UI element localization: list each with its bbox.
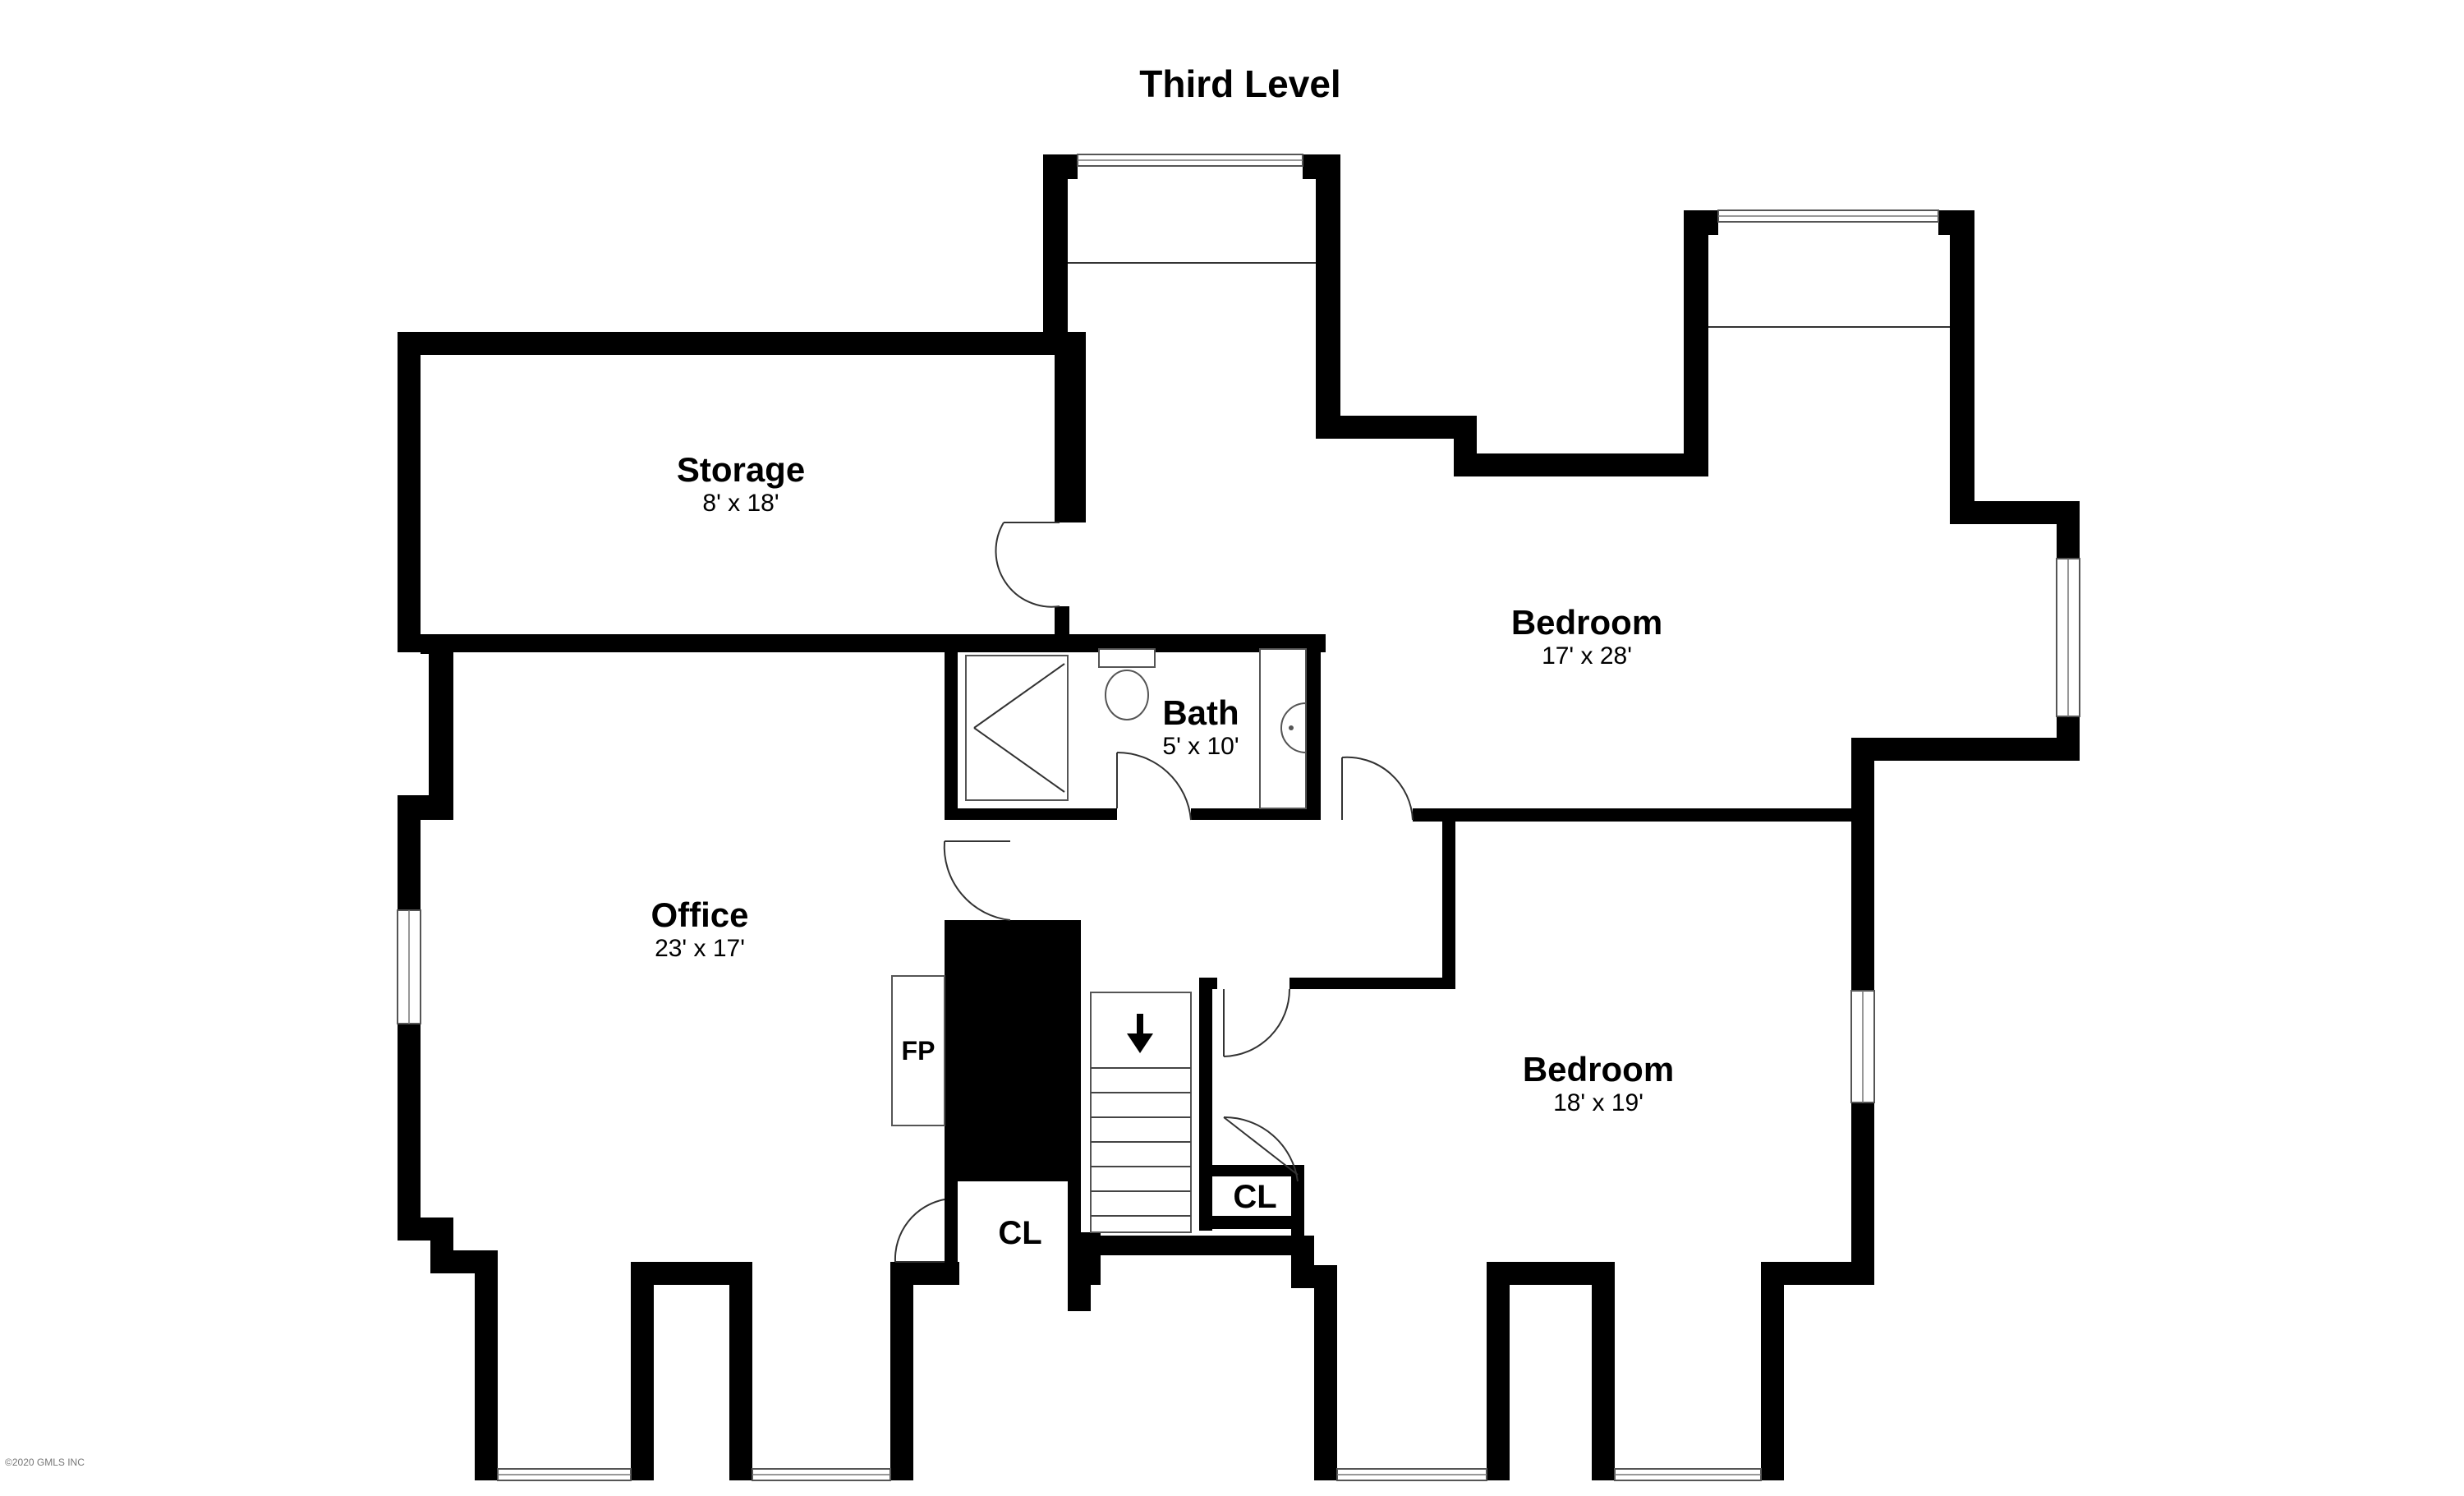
wall-storage-right-upper [1055,332,1086,522]
door-storage [995,522,1060,608]
wall-bedroom-alcove2-left [1684,210,1708,476]
room-storage-dims: 8' x 18' [702,490,779,517]
wall-stair-bottom [1081,1236,1309,1255]
door-closet-bedroom [1223,1116,1299,1182]
wall-bedroom-alcove-right [1316,154,1340,439]
arrow-down-icon [1127,1014,1153,1053]
sink [1259,648,1307,809]
wall-storage-left [398,332,421,652]
wall-bath-right [1306,634,1321,820]
wall-bath-bottom-left [945,808,1117,820]
wall-closet-office-left [945,920,958,1265]
wall-office-bay2-right [890,1262,913,1480]
door-office [943,840,1011,921]
window-bedroom-alcove1 [1077,154,1303,167]
wall-lower-bedroom-top [1413,808,1873,822]
room-bedroom-upper-dims: 17' x 28' [1542,642,1632,670]
plan-title: Third Level [1139,62,1340,105]
door-closet-office [894,1199,945,1263]
wall-bedroom-alcove-left [1043,154,1068,345]
wall-lower-bedroom-hall [1289,978,1455,989]
closet-bedroom-label: CL [1233,1179,1276,1215]
room-bath-dims: 5' x 10' [1162,733,1239,760]
room-bedroom-upper: Bedroom 17' x 28' [1511,603,1662,670]
wall-storage-top [398,332,1086,355]
wall-storage-right-lower [1055,606,1069,639]
window-lbed-south1 [1336,1468,1487,1481]
wall-bedroom-step-3 [1454,453,1707,476]
room-bedroom-lower: Bedroom 18' x 19' [1523,1050,1674,1116]
chimney-block [945,920,1081,1181]
copyright-text: ©2020 GMLS INC [5,1457,85,1468]
stairs [1090,992,1192,1233]
fireplace: FP [891,975,945,1126]
dormer-lines [1068,262,1950,328]
wall-bedroom-alcove-top-left [1043,154,1078,179]
door-lower-bedroom [1223,988,1290,1057]
door-bedroom-upper [1341,756,1414,821]
wall-bath-left [945,634,958,820]
wall-bath-bottom-right [1191,808,1321,820]
door-bath [1116,751,1192,821]
wall-office-se-step [890,1262,959,1285]
room-storage: Storage 8' x 18' [677,450,805,517]
room-bedroom-lower-dims: 18' x 19' [1553,1089,1643,1116]
shower [965,655,1069,801]
wall-closet-bedroom-bottom [1199,1216,1304,1229]
window-bedroom-east [2056,558,2080,717]
wall-closet-bedroom-top [1199,1165,1291,1176]
wall-bedroom-bay-right-top [2057,501,2080,559]
wall-bedroom-step-1 [1316,416,1477,439]
wall-bedroom-alcove2-top-left [1684,210,1718,235]
wall-lbed-bay1-right [1487,1262,1510,1480]
toilet [1098,648,1156,720]
wall-lbed-bay2-left [1592,1262,1615,1480]
wall-office-bay1-left [475,1250,498,1480]
room-bedroom-lower-name: Bedroom [1523,1050,1674,1089]
doors [894,522,1414,1263]
window-bedroom-alcove2 [1717,209,1939,223]
room-bath-name: Bath [1162,693,1239,732]
wall-office-bay2-left [729,1262,752,1480]
window-office-west [397,909,421,1024]
closet-office-label: CL [998,1215,1041,1251]
window-office-south2 [752,1468,891,1481]
room-office: Office 23' x 17' [650,895,748,962]
windows [397,154,2080,1481]
room-storage-name: Storage [677,450,805,489]
wall-bath-top [945,634,1319,649]
fireplace-label: FP [902,1036,935,1066]
wall-lbed-se-step [1761,1262,1874,1285]
room-office-name: Office [650,895,748,934]
wall-office-bay1-right [631,1262,654,1480]
walls [398,154,2080,1480]
room-bath: Bath 5' x 10' [1162,693,1239,760]
wall-bedroom-right-upper [1950,210,1974,524]
window-lbed-south2 [1614,1468,1762,1481]
bath-fixtures [965,648,1307,809]
room-bedroom-upper-name: Bedroom [1511,603,1662,642]
window-office-south1 [497,1468,632,1481]
wall-lbed-bay2-right [1761,1262,1784,1480]
wall-bedroom-bay-bottom [1851,738,2080,761]
room-office-dims: 23' x 17' [655,935,745,962]
window-lbed-east [1850,990,1875,1103]
wall-lower-bedroom-left [1442,808,1455,989]
wall-office-left-upper [429,634,453,808]
wall-lbed-bay1-left [1314,1265,1337,1480]
